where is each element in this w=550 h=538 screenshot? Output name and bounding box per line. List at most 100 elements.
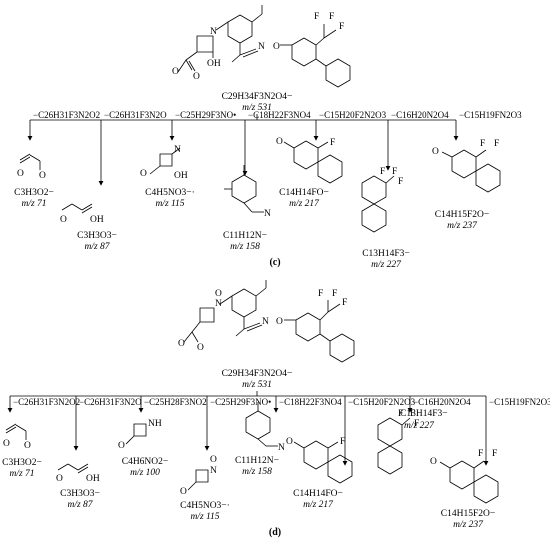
parent-mz-c: m/z 531	[242, 103, 272, 113]
fragment-structure-c-2: O OH	[60, 203, 104, 225]
panel-d: O O N O N O F F F C29H34F3N2O4− m/	[2, 280, 550, 538]
fragment-formula-c-7: C14H15F2O−	[435, 210, 489, 220]
loss-d-4: −C25H29F3NO•	[210, 397, 271, 407]
fragment-mz-d-2: m/z 87	[67, 500, 93, 510]
atom-label: O	[24, 441, 31, 451]
atom-oh: OH	[207, 59, 221, 69]
parent-structure-c: O O OH N N O F F F	[172, 5, 351, 88]
loss-d-7: −C16H20N2O4	[413, 397, 471, 407]
atom-n: N	[210, 27, 217, 37]
atom-label: N	[262, 317, 269, 327]
loss-d-2: −C26H31F3N2O	[79, 397, 142, 407]
atom-label: N	[215, 299, 222, 309]
loss-c-7: −C15H19FN2O3	[459, 110, 522, 120]
fragment-formula-d-4: C4H5NO3−·	[180, 501, 230, 511]
fragment-mz-c-1: m/z 71	[21, 199, 46, 209]
branches-d	[7, 396, 489, 466]
fragment-formula-d-2: C3H3O3−	[60, 489, 100, 499]
atom-label: OH	[86, 474, 100, 484]
atom-o: O	[193, 72, 200, 82]
atom-label: O	[140, 169, 147, 179]
atom-label: F	[318, 289, 323, 299]
loss-c-5: −C15H20F2N2O3	[319, 110, 387, 120]
fragment-mz-d-4: m/z 115	[190, 512, 219, 522]
fragment-structure-d-7: F F F	[377, 409, 419, 475]
atom-f: F	[314, 12, 319, 22]
fragment-structure-c-5: O F	[276, 137, 343, 184]
atom-label: F	[342, 298, 347, 308]
fragment-structure-c-7: O F F	[432, 139, 501, 193]
fragment-structure-d-8: O F F	[430, 449, 499, 504]
fragment-structure-c-1: O O	[17, 153, 46, 181]
panel-c: O O OH N N O F F F C29H3	[14, 5, 522, 270]
fragment-structure-d-3: NH O	[118, 419, 162, 451]
fragment-mz-c-4: m/z 158	[230, 242, 260, 252]
atom-label: O	[118, 441, 125, 451]
atom-f: F	[339, 22, 344, 32]
fragment-formula-d-1: C3H3O2−	[2, 458, 42, 468]
fragment-formula-d-5: C11H12N−	[235, 456, 279, 466]
fragment-structure-d-2: O OH	[56, 463, 100, 484]
atom-label: NH	[148, 419, 162, 429]
atom-o: O	[172, 67, 179, 77]
parent-formula-d: C29H34F3N2O4−	[222, 369, 293, 379]
fragment-mz-c-2: m/z 87	[84, 242, 110, 252]
fragment-mz-d-6: m/z 217	[303, 500, 334, 510]
atom-label: O	[56, 474, 63, 484]
loss-c-3: −C25H29F3NO•	[175, 110, 236, 120]
atom-label: O	[430, 457, 437, 467]
parent-mz-d: m/z 531	[242, 380, 272, 390]
atom-label: N	[174, 145, 181, 155]
atom-label: O	[178, 339, 185, 349]
parent-structure-d: O O N O N O F F F	[178, 280, 355, 363]
fragment-formula-c-2: C3H3O3−	[77, 231, 117, 241]
atom-label: OH	[90, 215, 104, 225]
fragment-formula-c-5: C14H14FO−	[279, 188, 329, 198]
fragment-formula-d-8: C14H15F2O−	[441, 509, 495, 519]
atom-label: O	[197, 343, 204, 353]
loss-d-6: −C15H20F2N2O3	[348, 397, 416, 407]
fragment-formula-d-7: C13H14F3−	[400, 409, 448, 419]
atom-label: O	[276, 137, 283, 147]
loss-c-6: −C16H20N2O4	[391, 110, 449, 120]
atom-n: N	[258, 42, 265, 52]
atom-label: O	[210, 455, 217, 465]
loss-c-2: −C26H31F3N2O	[104, 110, 167, 120]
atom-label: F	[410, 409, 415, 419]
fragment-structure-d-4: N O O	[180, 455, 217, 497]
atom-label: O	[432, 147, 439, 157]
atom-label: F	[392, 167, 397, 177]
fragment-formula-c-4: C11H12N−	[223, 231, 267, 241]
atom-label: F	[398, 409, 403, 419]
atom-label: O	[60, 215, 67, 225]
atom-label: N	[278, 443, 285, 453]
branches-c	[27, 120, 459, 186]
fragment-mz-d-3: m/z 100	[130, 468, 160, 478]
fragment-formula-c-6: C13H14F3−	[362, 249, 410, 259]
loss-d-8: −C15H19FN2O3	[489, 397, 550, 407]
panel-label-c: (c)	[269, 257, 280, 268]
parent-formula-c: C29H34F3N2O4−	[222, 92, 293, 102]
fragment-mz-c-5: m/z 217	[289, 199, 320, 209]
fragment-structure-d-1: O O	[3, 423, 31, 451]
atom-label: F	[332, 289, 337, 299]
atom-label: F	[478, 449, 483, 459]
atom-label: F	[480, 139, 485, 149]
atom-label: F	[414, 419, 419, 429]
fragment-formula-c-1: C3H3O2−	[14, 188, 54, 198]
loss-d-1: −C26H31F3N2O2	[13, 397, 80, 407]
panel-label-d: (d)	[269, 527, 281, 538]
fragment-mz-d-8: m/z 237	[453, 520, 484, 530]
atom-label: F	[380, 167, 385, 177]
loss-c-1: −C26H31F3N2O2	[33, 110, 100, 120]
fragment-mz-c-3: m/z 115	[155, 199, 184, 209]
atom-label: OH	[174, 171, 188, 181]
atom-f: F	[329, 12, 334, 22]
atom-label: F	[340, 437, 345, 447]
atom-o: O	[273, 42, 280, 52]
atom-label: O	[215, 289, 222, 299]
atom-label: O	[39, 171, 46, 181]
fragment-mz-d-7: m/z 227	[404, 421, 435, 431]
atom-label: F	[494, 139, 499, 149]
